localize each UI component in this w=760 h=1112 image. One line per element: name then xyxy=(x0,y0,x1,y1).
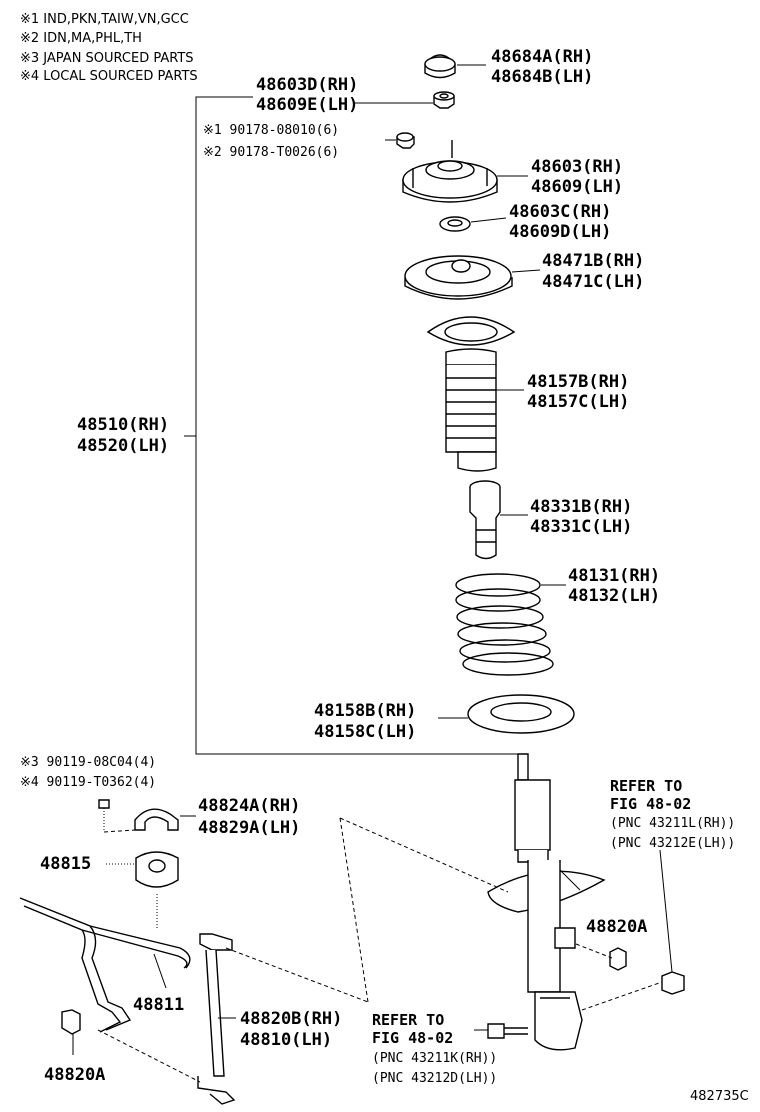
upper-seat-drawing xyxy=(404,255,541,300)
label-nut-right: 48820A xyxy=(586,917,647,937)
label-bolt-2: ※2 90178-T0026(6) xyxy=(203,145,339,160)
note-4: ※4 LOCAL SOURCED PARTS xyxy=(20,69,198,84)
label-insulator-lh: 48158C(LH) xyxy=(314,722,416,742)
label-upper-seat-lh: 48471C(LH) xyxy=(542,272,644,292)
figure-code: 482735C xyxy=(690,1089,749,1104)
left-nut-drawing xyxy=(61,1009,81,1055)
refer-bottom-line-2: FIG 48-02 xyxy=(372,1029,453,1047)
label-bearing-lh: 48609D(LH) xyxy=(509,222,611,242)
label-boot-lh: 48157C(LH) xyxy=(527,392,629,412)
label-support-cover-lh: 48684B(LH) xyxy=(491,67,593,87)
refer-bottom-line-3: (PNC 43211K(RH)) xyxy=(372,1051,497,1066)
bracket-drawing xyxy=(103,808,196,833)
label-bracket-rh: 48824A(RH) xyxy=(198,796,300,816)
label-stabilizer-bar: 48811 xyxy=(133,995,184,1015)
strut-bolt-drawing xyxy=(98,799,110,832)
label-bolt-1: ※1 90178-08010(6) xyxy=(203,123,339,138)
label-insulator-rh: 48158B(RH) xyxy=(314,701,416,721)
label-support-rh: 48603(RH) xyxy=(531,157,623,177)
bumper-drawing xyxy=(469,480,528,560)
label-strut-assy-rh: 48510(RH) xyxy=(77,415,169,435)
label-nut-group-lh: 48609E(LH) xyxy=(256,95,358,115)
label-bearing-rh: 48603C(RH) xyxy=(509,202,611,222)
refer-bottom-line-1: REFER TO xyxy=(372,1011,444,1029)
label-coil-spring-lh: 48132(LH) xyxy=(568,586,660,606)
label-link-lh: 48810(LH) xyxy=(240,1030,332,1050)
notes-block: ※1 IND,PKN,TAIW,VN,GCC ※2 IDN,MA,PHL,TH … xyxy=(20,12,198,84)
label-support-lh: 48609(LH) xyxy=(531,177,623,197)
bearing-drawing xyxy=(439,216,507,232)
label-strut-bolt-2: ※4 90119-T0362(4) xyxy=(20,775,156,790)
bushing-drawing xyxy=(106,851,179,930)
label-bushing: 48815 xyxy=(40,854,91,874)
stabilizer-bar-drawing xyxy=(19,897,191,1033)
label-nut-left: 48820A xyxy=(44,1065,105,1085)
refer-right-line-2: FIG 48-02 xyxy=(610,795,691,813)
assembly-bracket xyxy=(184,96,522,755)
label-bumper-lh: 48331C(LH) xyxy=(530,517,632,537)
right-nut-drawing xyxy=(609,849,685,995)
note-3: ※3 JAPAN SOURCED PARTS xyxy=(20,51,194,66)
refer-bottom-line-4: (PNC 43212D(LH)) xyxy=(372,1071,497,1086)
label-nut-group-rh: 48603D(RH) xyxy=(256,75,358,95)
boot-drawing xyxy=(426,316,524,472)
label-strut-bolt-1: ※3 90119-08C04(4) xyxy=(20,755,156,770)
support-mount-drawing xyxy=(402,140,528,203)
note-1: ※1 IND,PKN,TAIW,VN,GCC xyxy=(20,12,189,27)
label-coil-spring-rh: 48131(RH) xyxy=(568,566,660,586)
shock-absorber-drawing xyxy=(487,753,606,1051)
label-boot-rh: 48157B(RH) xyxy=(527,372,629,392)
label-link-rh: 48820B(RH) xyxy=(240,1009,342,1029)
label-upper-seat-rh: 48471B(RH) xyxy=(542,251,644,271)
refer-right-line-1: REFER TO xyxy=(610,777,682,795)
coil-spring-drawing xyxy=(455,573,566,676)
link-drawing xyxy=(197,933,236,1105)
label-bumper-rh: 48331B(RH) xyxy=(530,497,632,517)
bolt-nut-drawing xyxy=(385,132,415,149)
refer-right-line-4: (PNC 43212E(LH)) xyxy=(610,836,735,851)
label-support-cover-rh: 48684A(RH) xyxy=(491,47,593,67)
label-bracket-lh: 48829A(LH) xyxy=(198,818,300,838)
support-cover-drawing xyxy=(424,54,486,79)
connection-lines xyxy=(97,817,663,1083)
insulator-drawing xyxy=(438,694,575,734)
label-strut-assy-lh: 48520(LH) xyxy=(77,436,169,456)
note-2: ※2 IDN,MA,PHL,TH xyxy=(20,31,142,46)
top-nut-drawing xyxy=(433,91,455,109)
knuckle-bolt-drawing xyxy=(474,1023,528,1039)
refer-right-line-3: (PNC 43211L(RH)) xyxy=(610,816,735,831)
